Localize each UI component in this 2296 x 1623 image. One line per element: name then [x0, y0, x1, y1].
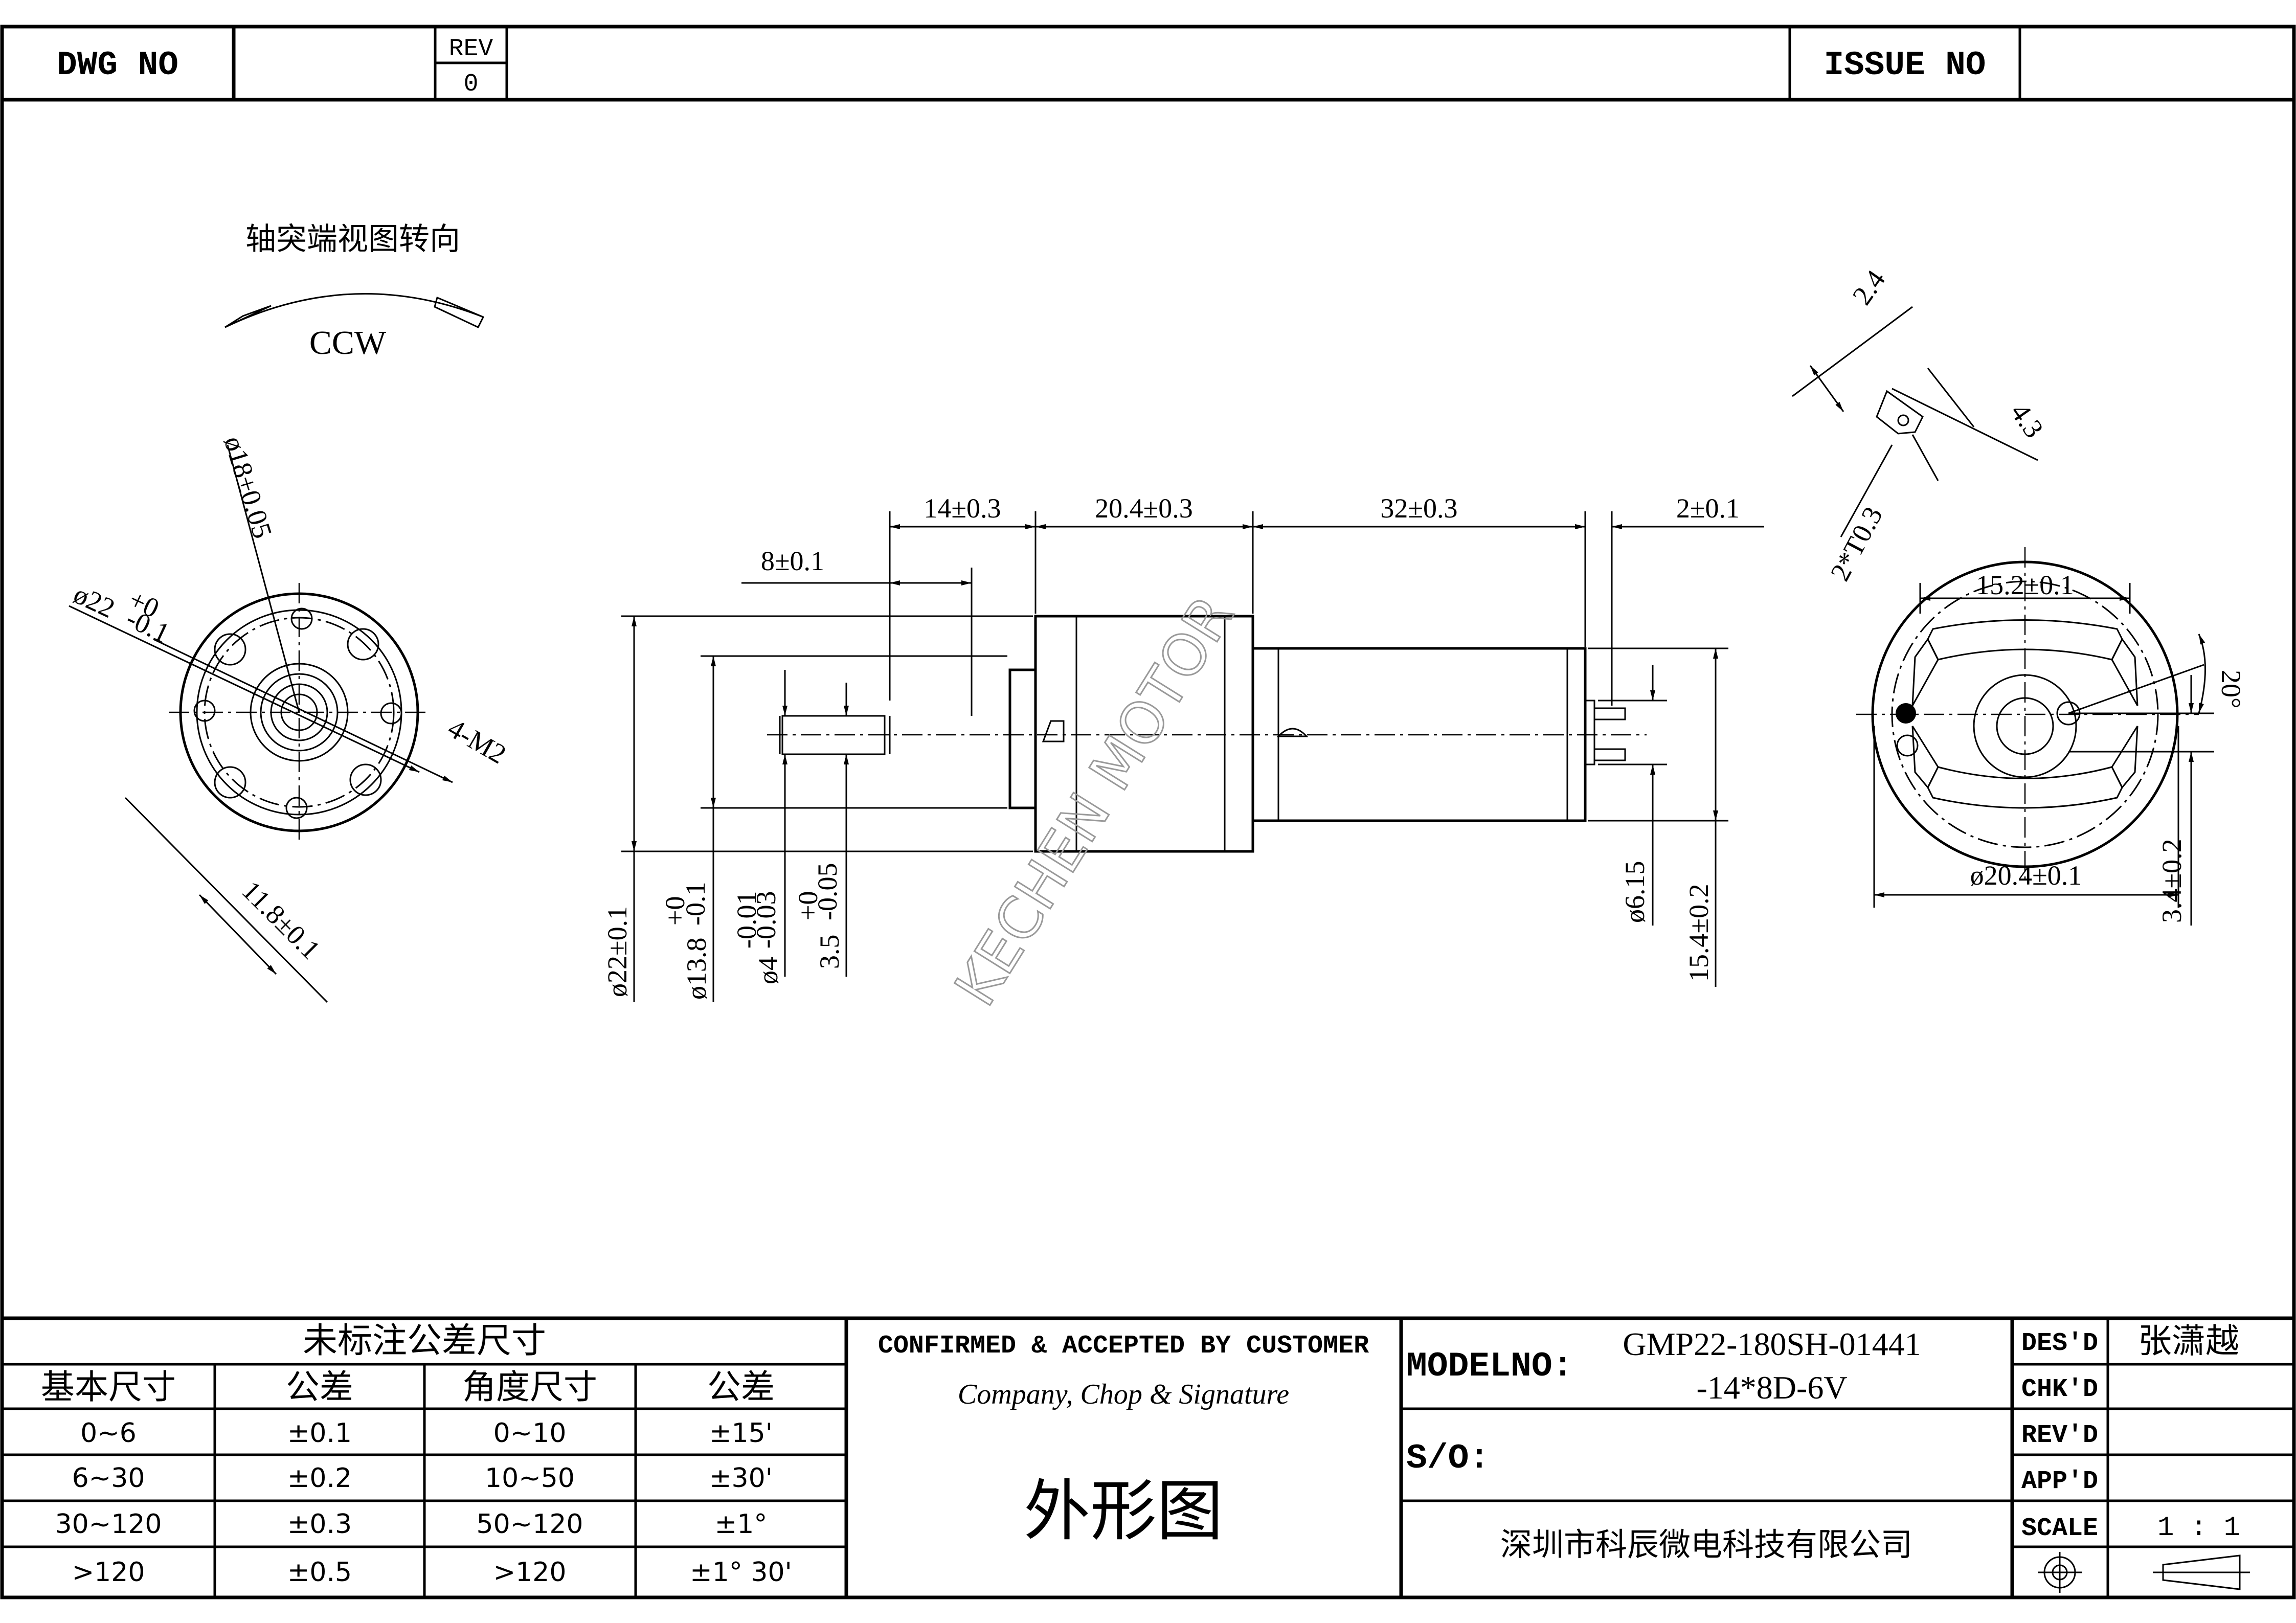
term-4-3: 4.3	[2005, 397, 2050, 443]
rear-angle: 20°	[2216, 670, 2246, 709]
polarity-mark	[1896, 703, 1916, 724]
rev-signoff-label: REV'D	[2021, 1421, 2098, 1450]
rotation-indicator: 轴突端视图转向 CCW	[224, 222, 485, 362]
term-2-4: 2.4	[1847, 264, 1892, 310]
watermark: KECHEN MOTOR	[942, 585, 1247, 1018]
terminal-2	[1593, 748, 1626, 761]
side-view: 14±0.3 20.4±0.3 32±0.3 2±0.1 8±0.1 ø22±0…	[602, 493, 1764, 1002]
mount-hole-1	[214, 633, 246, 666]
tol-cell: 0~6	[80, 1418, 137, 1449]
rear-view: 15.2±0.1 ø20.4±0.1 3.4±0.2 20°	[1856, 547, 2246, 926]
tol-header-4: 公差	[707, 1369, 775, 1406]
tol-cell: ±0.5	[287, 1557, 352, 1588]
dia-22: ø22±0.1	[602, 906, 633, 997]
model-label: MODELNO:	[1406, 1347, 1573, 1386]
dim-3-5-low: -0.05	[812, 863, 843, 920]
tol-header-1: 基本尺寸	[41, 1369, 176, 1406]
rotation-caption: 轴突端视图转向	[245, 222, 460, 256]
height-15-4: 15.4±0.2	[1683, 884, 1714, 982]
tol-cell: 50~120	[477, 1509, 583, 1540]
rotation-arc	[224, 293, 484, 328]
dia-13-8-low: -0.1	[680, 882, 711, 926]
rev-value: 0	[464, 71, 479, 98]
len-14: 14±0.3	[924, 493, 1001, 524]
terminal-tab	[1876, 390, 1924, 435]
dia-13-8-up: +0	[660, 896, 690, 926]
rear-height-3-4: 3.4±0.2	[2156, 839, 2187, 923]
term-thickness: 2*T0.3	[1825, 502, 1889, 586]
rev-label: REV	[449, 35, 493, 63]
des-label: DES'D	[2021, 1329, 2098, 1358]
front-view: ø18±0.05 ø22 +0 -0.1 4-M2 11.8±0.1	[69, 433, 511, 1003]
len-8: 8±0.1	[761, 546, 824, 576]
dim-3-5: 3.5	[814, 935, 845, 970]
len-2: 2±0.1	[1676, 493, 1740, 524]
sheet-border	[0, 25, 2296, 1599]
app-label: APP'D	[2021, 1467, 2098, 1496]
top-title-block: DWG NO REV 0 ISSUE NO	[2, 25, 2294, 102]
front-d18: ø18±0.05	[218, 433, 278, 542]
rear-dia-20-4: ø20.4±0.1	[1970, 860, 2082, 891]
tol-cell: ±0.1	[287, 1418, 352, 1449]
gear-boss	[1008, 668, 1037, 809]
tol-cell: ±15'	[709, 1418, 773, 1449]
len-20-4: 20.4±0.3	[1095, 493, 1193, 524]
rear-boss	[1584, 700, 1595, 765]
dia-13-8: ø13.8	[681, 938, 712, 1000]
tol-header-3: 角度尺寸	[462, 1369, 597, 1406]
tol-cell: >120	[493, 1557, 567, 1588]
rotation-direction: CCW	[309, 324, 387, 362]
rotation-arrow-left	[224, 305, 272, 328]
company-name: 深圳市科辰微电科技有限公司	[1500, 1528, 1912, 1563]
rear-width-15-2: 15.2±0.1	[1976, 570, 2074, 600]
mount-hole-3	[214, 766, 246, 799]
issue-no-label: ISSUE NO	[1824, 46, 1986, 84]
dia-4-up: -0.01	[731, 891, 762, 949]
front-d22: ø22	[69, 578, 120, 624]
len-32: 32±0.3	[1380, 493, 1457, 524]
tol-cell: ±0.3	[287, 1509, 352, 1540]
customer-sub: Company, Chop & Signature	[958, 1379, 1289, 1410]
tol-cell: 6~30	[72, 1463, 145, 1494]
tol-cell: 30~120	[55, 1509, 162, 1540]
tol-cell: ±30'	[709, 1463, 773, 1494]
tol-cell: 10~50	[485, 1463, 575, 1494]
dia-4-low: -0.03	[751, 891, 781, 949]
drawing-type: 外形图	[1024, 1475, 1223, 1549]
dia-6-15: ø6.15	[1619, 861, 1650, 923]
tol-header-2: 公差	[286, 1369, 353, 1406]
terminal-1	[1593, 707, 1626, 720]
model-line-1: GMP22-180SH-01441	[1623, 1326, 1921, 1362]
customer-heading: CONFIRMED & ACCEPTED BY CUSTOMER	[878, 1332, 1369, 1361]
tol-cell: >120	[72, 1557, 145, 1588]
tol-cell: 0~10	[493, 1418, 567, 1449]
model-line-2: -14*8D-6V	[1696, 1369, 1847, 1406]
tolerance-title: 未标注公差尺寸	[303, 1321, 546, 1360]
tol-cell: ±0.2	[287, 1463, 352, 1494]
gearbox-body	[1034, 615, 1254, 853]
mount-hole-2	[347, 628, 379, 661]
chk-label: CHK'D	[2021, 1375, 2098, 1404]
so-label: S/O:	[1406, 1439, 1490, 1478]
projection-symbol-icon	[2038, 1552, 2250, 1593]
dia-4: ø4	[753, 957, 783, 984]
scale-value: 1 : 1	[2157, 1513, 2240, 1544]
des-value: 张潇越	[2138, 1323, 2239, 1360]
front-pcd: 11.8±0.1	[236, 875, 327, 965]
mount-hole-4	[349, 763, 382, 796]
front-holes: 4-M2	[443, 712, 511, 770]
bottom-title-block: 未标注公差尺寸 基本尺寸 公差 角度尺寸 公差 0~6 ±0.1 0~10 ±1…	[2, 1316, 2294, 1597]
scale-label: SCALE	[2021, 1514, 2098, 1543]
dwg-no-label: DWG NO	[57, 46, 178, 84]
dim-3-5-up: +0	[793, 891, 823, 920]
tol-cell: ±1° 30'	[690, 1557, 792, 1588]
rotation-arrow-right	[434, 296, 485, 328]
terminal-detail: 2.4 4.3 2*T0.3	[1792, 264, 2050, 586]
tol-cell: ±1°	[715, 1509, 768, 1540]
